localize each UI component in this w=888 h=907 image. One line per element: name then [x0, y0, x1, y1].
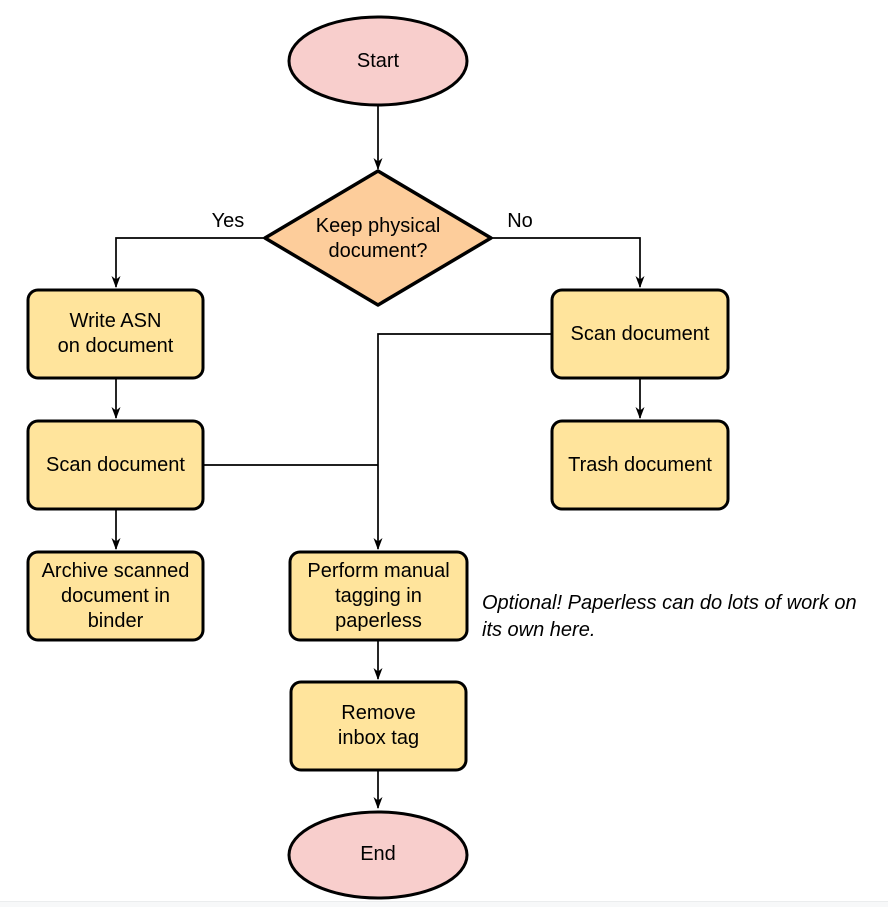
trash-node-shape [550, 419, 730, 511]
scan-right-node-shape [550, 288, 730, 380]
archive-node-shape [26, 550, 205, 642]
write-asn-node-shape [26, 288, 205, 380]
remove-inbox-node-shape [289, 680, 468, 772]
tagging-node-shape [288, 550, 469, 642]
scan-left-node-shape [26, 419, 205, 511]
decision-node-shape [263, 169, 493, 307]
connector-decision-yes-to-write-asn [111, 237, 265, 288]
optional-note: Optional! Paperless can do lots of work … [482, 592, 857, 641]
connector-decision-no-to-scan-right [491, 237, 645, 288]
start-node-shape [287, 15, 469, 107]
page-bottom-edge [0, 901, 888, 907]
end-node-shape [287, 810, 469, 900]
connector-scan-right-to-tagging [373, 333, 552, 550]
